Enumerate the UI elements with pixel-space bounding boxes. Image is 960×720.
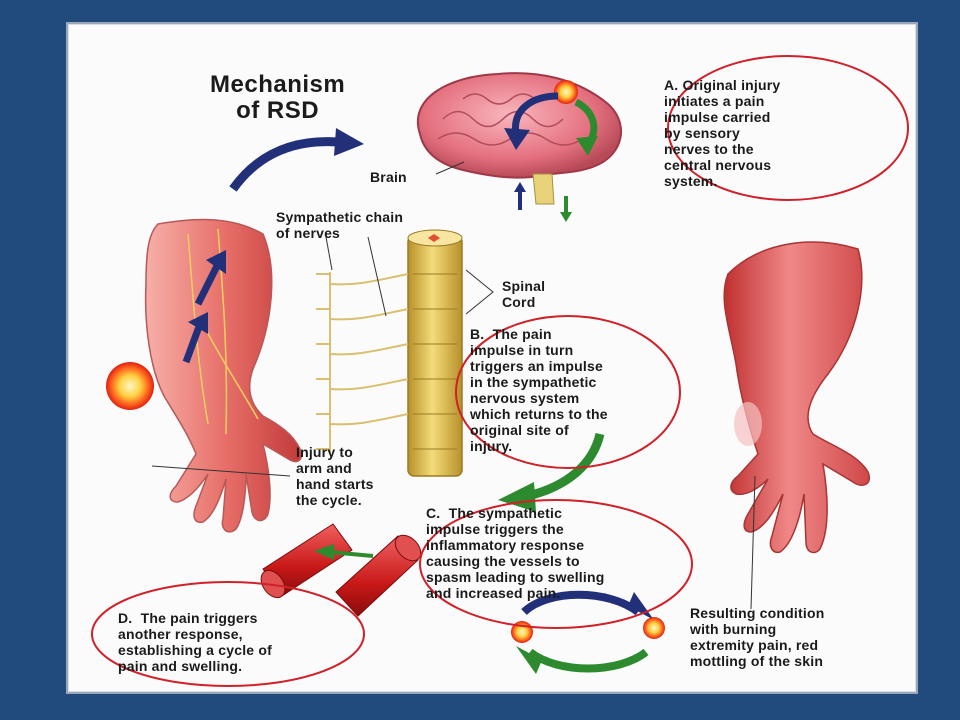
right-arm-illustration <box>723 241 870 554</box>
spinal-cord-label: Spinal Cord <box>502 278 546 310</box>
step-a-text: A. Original injury initiates a pain impu… <box>664 77 781 189</box>
diagram-art <box>91 55 909 687</box>
brain-leader-line <box>435 161 465 175</box>
nerve-chain <box>316 272 409 454</box>
chain-leader-line-2 <box>367 236 387 317</box>
step-d-text: D. The pain triggers another response, e… <box>118 610 272 674</box>
resulting-condition-label: Resulting condition with burning extremi… <box>690 605 825 669</box>
step-b-text: B. The pain impulse in turn triggers an … <box>470 326 608 454</box>
vessel-green-arrow <box>329 550 374 558</box>
arm-blue-arrow-2 <box>182 322 204 364</box>
step-d-circle <box>91 581 365 687</box>
brain-glow <box>554 80 578 104</box>
step-c-circle <box>419 499 693 629</box>
spinal-cord-illustration <box>407 229 463 477</box>
chain-leader-line-1 <box>325 236 333 271</box>
blue-arrow-to-brain <box>229 128 364 192</box>
step-c-text: C. The sympathetic impulse triggers the … <box>426 505 605 601</box>
brain-label: Brain <box>370 169 407 185</box>
injury-leader-line <box>151 465 291 477</box>
slide: Mechanism of RSD Brain Sympathetic chain… <box>66 22 918 694</box>
cycle-arrows <box>511 590 665 674</box>
sympathetic-chain-label: Sympathetic chain of nerves <box>276 209 404 241</box>
step-b-circle <box>455 315 681 469</box>
green-arrow-b-to-c <box>526 432 605 501</box>
diagram-title: Mechanism of RSD <box>210 71 346 124</box>
result-leader-line <box>750 475 756 610</box>
step-a-circle <box>667 55 909 201</box>
brain-blue-arrow <box>512 92 559 135</box>
spinal-leader-line <box>465 269 494 315</box>
arm-blue-arrow-1 <box>194 262 222 306</box>
injury-glow <box>106 362 154 410</box>
blood-vessels <box>260 523 422 617</box>
left-arm-illustration <box>144 218 302 533</box>
injury-label: Injury to arm and hand starts the cycle. <box>296 444 374 508</box>
